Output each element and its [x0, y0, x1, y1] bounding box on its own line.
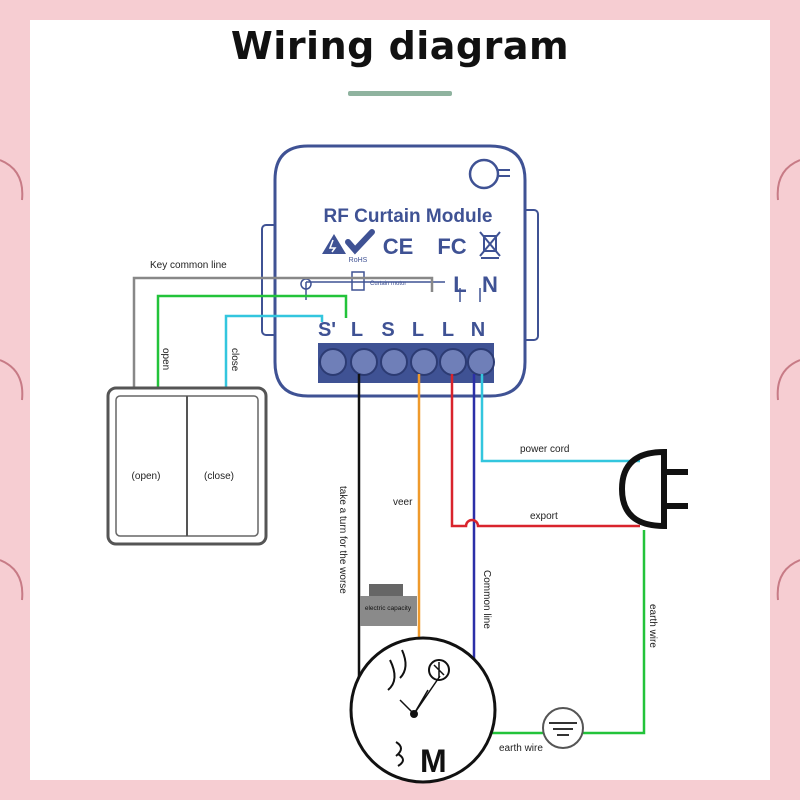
export-wire	[450, 374, 640, 528]
fc-mark: FC	[437, 234, 466, 259]
key-common-line-label: Key common line	[150, 260, 227, 271]
earth-wire-right	[582, 530, 646, 735]
inner-motor-label: Curtain motor	[370, 281, 406, 287]
terminal-label-l: L	[442, 319, 454, 341]
ce-mark: CE	[383, 234, 414, 259]
power-plug-icon	[618, 448, 688, 530]
page-title: Wiring diagram	[230, 24, 570, 68]
switch-close-button[interactable]: (close)	[204, 471, 234, 482]
module-name: RF Curtain Module	[324, 206, 493, 227]
weee-bin-icon	[479, 231, 501, 259]
key-common-wire	[132, 276, 434, 392]
terminal-label-n: N	[471, 319, 485, 341]
power-cord-wire	[480, 374, 640, 463]
capacitor-icon	[360, 584, 417, 626]
switch-open-button[interactable]: (open)	[132, 471, 161, 482]
veer-label: veer	[393, 497, 413, 508]
open-wire-label: open	[160, 348, 171, 370]
rohs-check-icon: RoHS	[345, 229, 375, 264]
open-wire	[156, 294, 348, 392]
export-label: export	[530, 511, 558, 522]
switch-wires	[132, 276, 434, 392]
terminal-label-s: S	[381, 319, 394, 341]
take-turn-label: take a turn for the worse	[337, 486, 348, 594]
power-cord-label: power cord	[520, 444, 569, 455]
wall-switch	[106, 386, 268, 546]
motor-icon	[349, 636, 497, 784]
terminal-label-l-in: L	[351, 319, 363, 341]
terminal-label-l-out: L	[412, 319, 424, 341]
title-underline	[348, 91, 452, 96]
close-wire-label: close	[229, 348, 240, 372]
common-line-label: Common line	[481, 570, 492, 629]
earth-wire-vertical-label: earth wire	[647, 604, 658, 648]
terminal-screws	[319, 348, 495, 376]
top-terminal-l: L	[453, 272, 466, 297]
terminal-label-s-prime: S'	[318, 319, 336, 341]
motor-label: M	[420, 743, 447, 779]
module-body	[273, 144, 527, 398]
ground-icon	[542, 707, 584, 749]
warning-triangle-icon	[322, 234, 346, 254]
close-wire	[224, 314, 324, 392]
rohs-label: RoHS	[349, 257, 368, 264]
border-decoration	[0, 159, 800, 601]
top-terminal-n: N	[482, 272, 498, 297]
rf-curtain-module: RF Curtain Module RoHS CE FC	[261, 144, 539, 398]
module-mount-hole	[468, 158, 500, 190]
earth-wire-bottom-label: earth wire	[499, 743, 543, 754]
capacitor-label: electric capacity	[365, 605, 412, 612]
